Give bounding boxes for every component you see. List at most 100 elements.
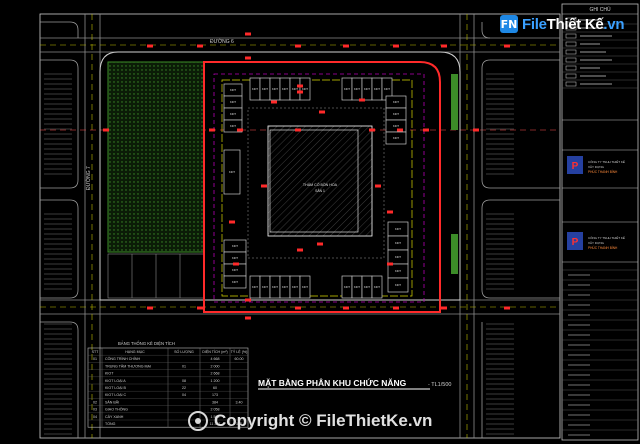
kiosk-unit xyxy=(223,149,241,195)
table-header-cell: DIỆN TÍCH (m²) xyxy=(202,349,228,354)
site-outer-boundary xyxy=(99,51,461,301)
table-cell: 4 668 xyxy=(211,357,220,361)
neighbouring-lots xyxy=(40,21,560,438)
kiosk-unit-label: KIOT xyxy=(230,100,236,104)
red-marker xyxy=(393,44,399,48)
red-marker xyxy=(229,220,235,224)
red-marker xyxy=(295,128,301,132)
kiosk-unit-label: KIOT xyxy=(364,87,370,91)
filethietke-logo-icon: FN xyxy=(500,15,518,33)
red-marker xyxy=(197,44,203,48)
table-cell: 2 058 xyxy=(211,408,220,412)
kiosk-unit-label: KIOT xyxy=(232,256,238,260)
copyright-icon xyxy=(188,411,208,431)
copyright-watermark: Copyright © FileThietKe.vn xyxy=(188,408,432,434)
filethietke-logo[interactable]: FN FileThiết Kế.vn xyxy=(500,12,625,36)
red-marker xyxy=(397,128,403,132)
company-logo-1 xyxy=(567,156,583,174)
drawing-frame xyxy=(39,13,561,439)
table-cell: 02 xyxy=(93,400,97,404)
kiosk-unit xyxy=(299,77,311,101)
company-logo-2 xyxy=(567,232,583,250)
table-cell: 100 xyxy=(236,422,242,426)
red-marker xyxy=(297,248,303,252)
central-plaza xyxy=(267,125,373,237)
red-marker xyxy=(209,128,215,132)
kiosk-unit-label: KIOT xyxy=(393,124,399,128)
filethietke-logo-text: FileThiết Kế.vn xyxy=(522,15,625,33)
kiosk-unit-label: KIOT xyxy=(384,87,390,91)
table-cell: 01 xyxy=(93,357,97,361)
kiosk-unit-label: KIOT xyxy=(252,285,258,289)
road-label-left: ĐƯỜNG 7 xyxy=(85,166,92,190)
red-marker xyxy=(197,306,203,310)
red-marker xyxy=(245,56,251,60)
legend-swatch xyxy=(565,57,577,63)
kiosk-unit-label: KIOT xyxy=(395,255,401,259)
kiosk-unit-label: KIOT xyxy=(230,88,236,92)
kiosk-unit xyxy=(299,275,311,299)
table-cell: 3.40 xyxy=(236,400,243,404)
kiosk-unit-label: KIOT xyxy=(344,87,350,91)
red-marker xyxy=(369,128,375,132)
company-logo-2-mark: P xyxy=(572,237,579,248)
table-cell: SÂN BÃI xyxy=(105,399,119,404)
table-cell: GIAO THÔNG xyxy=(105,407,128,412)
red-marker xyxy=(359,98,365,102)
drawing-scale: - TL1/500 xyxy=(428,382,451,388)
kiosk-unit-label: KIOT xyxy=(395,283,401,287)
red-marker xyxy=(237,128,243,132)
red-marker xyxy=(387,210,393,214)
title-block: GHI CHÚ P CÔNG TY TNHH THIẾT KẾ XÂY DỰNG… xyxy=(561,3,639,441)
green-strip-upper xyxy=(451,74,458,130)
table-cell: 11 367 xyxy=(210,422,221,426)
table-cell: 08 xyxy=(182,379,186,383)
kiosk-unit-label: KIOT xyxy=(232,268,238,272)
kiosk-unit-label: KIOT xyxy=(374,87,380,91)
watermark-text: Copyright © FileThietKe.vn xyxy=(214,411,433,430)
red-marker xyxy=(375,184,381,188)
table-cell: TỔNG xyxy=(105,421,116,426)
red-marker xyxy=(103,128,109,132)
plaza-walkway-outline xyxy=(247,107,385,259)
kiosk-unit-label: KIOT xyxy=(229,170,235,174)
plaza-label: THẢM CỎ BỒN HOA xyxy=(303,182,338,187)
red-marker xyxy=(343,44,349,48)
red-marker xyxy=(245,316,251,320)
table-cell: 04 xyxy=(182,393,186,397)
logo-text-file: File xyxy=(522,15,547,33)
road-label-top: ĐƯỜNG 6 xyxy=(210,38,234,45)
kiosk-groups: KIOT KIOT KIOT KIOT KIOT KIOT KIOT KIOT KIOT KIOT… xyxy=(223,77,409,299)
red-marker xyxy=(297,84,303,88)
table-cell: 22 xyxy=(182,386,186,390)
red-marker xyxy=(473,128,479,132)
kiosk-unit-label: KIOT xyxy=(393,100,399,104)
table-cell: TRUNG TÂM THƯƠNG MẠI xyxy=(105,364,151,368)
logo-text-domain: .vn xyxy=(603,15,625,33)
table-header-cell: TỶ LỆ (%) xyxy=(231,349,248,354)
kiosk-unit-label: KIOT xyxy=(262,87,268,91)
table-cell: 2 668 xyxy=(211,372,220,376)
table-cell: KIOT LOẠI A xyxy=(105,379,126,383)
kiosk-unit-label: KIOT xyxy=(272,285,278,289)
red-marker xyxy=(245,32,251,36)
red-marker xyxy=(343,306,349,310)
kiosk-unit-label: KIOT xyxy=(302,87,308,91)
table-cell: 60.00 xyxy=(235,357,244,361)
kiosk-unit xyxy=(385,131,407,145)
red-marker xyxy=(441,44,447,48)
legend-swatch xyxy=(565,17,577,23)
kiosk-unit-label: KIOT xyxy=(282,285,288,289)
company-2-line-a: CÔNG TY TNHH THIẾT KẾ xyxy=(588,235,625,240)
legend-header: GHI CHÚ xyxy=(589,6,611,13)
kiosk-unit xyxy=(387,277,409,293)
red-marker xyxy=(147,306,153,310)
kiosk-unit-label: KIOT xyxy=(232,280,238,284)
legend-swatch xyxy=(565,33,577,39)
legend-swatch xyxy=(565,25,577,31)
red-marker xyxy=(233,262,239,266)
table-cell: 04 xyxy=(93,415,97,419)
table-cell: 1 200 xyxy=(211,379,220,383)
